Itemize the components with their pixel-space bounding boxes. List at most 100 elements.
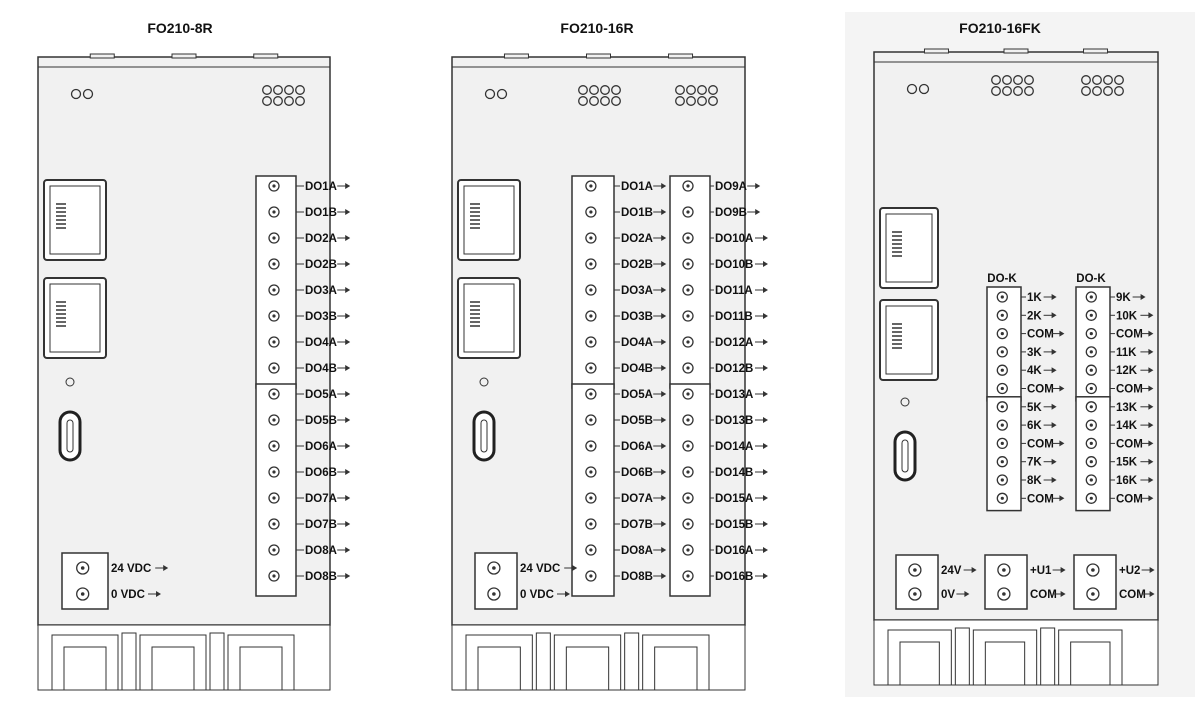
device-title: FO210-16FK xyxy=(959,20,1041,36)
terminal-label: DO3A xyxy=(621,285,653,297)
screw-head xyxy=(913,568,917,572)
arrow-icon xyxy=(1148,403,1154,410)
arrow-icon xyxy=(661,391,667,397)
screw-head xyxy=(1089,423,1093,427)
device-title: FO210-16R xyxy=(560,20,633,36)
arrow-icon xyxy=(1148,385,1154,392)
terminal-label: 1K xyxy=(1027,292,1042,304)
top-clip xyxy=(253,53,279,59)
ethernet-port-icon xyxy=(879,299,939,381)
terminal-label: 4K xyxy=(1027,365,1042,377)
led-icon xyxy=(589,96,599,106)
ethernet-port-inner xyxy=(49,283,101,353)
led-icon xyxy=(1114,86,1124,96)
ethernet-port-icon xyxy=(879,207,939,289)
terminal-label: 13K xyxy=(1116,402,1138,414)
power-terminal-block xyxy=(984,554,1028,610)
arrow-icon xyxy=(1051,312,1057,319)
terminal-block xyxy=(986,396,1022,512)
latch-clip xyxy=(624,632,640,691)
screw-head xyxy=(1091,592,1095,596)
arrow-icon xyxy=(1148,477,1154,483)
screw-head xyxy=(589,262,593,266)
screw-head xyxy=(272,210,276,214)
terminal-label: DO7A xyxy=(305,493,337,505)
arrow-icon xyxy=(1149,567,1155,573)
screw-head xyxy=(272,236,276,240)
latch-clip xyxy=(121,632,137,691)
led-icon xyxy=(273,85,283,95)
arrow-icon xyxy=(763,365,768,371)
arrow-icon xyxy=(971,567,977,573)
led-icon xyxy=(600,85,610,95)
led-icon xyxy=(70,88,82,100)
arrow-icon xyxy=(661,261,667,267)
screw-head xyxy=(913,592,917,596)
arrow-icon xyxy=(661,235,667,241)
top-clip xyxy=(503,53,529,59)
led-icon xyxy=(686,85,696,95)
led-icon xyxy=(708,96,718,106)
device-title: FO210-8R xyxy=(147,20,212,36)
arrow-icon xyxy=(661,339,667,345)
led-icon xyxy=(295,85,305,95)
ethernet-port-inner xyxy=(463,185,515,255)
arrow-icon xyxy=(1140,294,1146,300)
terminal-label: DO4B xyxy=(305,363,337,375)
arrow-icon xyxy=(661,547,667,553)
latch-clip xyxy=(954,627,970,686)
terminal-label: DO8B xyxy=(305,571,337,583)
arrow-icon xyxy=(661,287,667,293)
led-icon xyxy=(675,85,685,95)
arrow-icon xyxy=(1148,348,1154,355)
led-icon xyxy=(82,88,94,100)
led-icon xyxy=(1002,86,1012,96)
arrow-icon xyxy=(661,469,667,475)
terminal-label: DO13B xyxy=(715,415,753,427)
usb-c-tongue xyxy=(901,439,909,473)
power-label: 24 VDC xyxy=(111,563,151,575)
arrow-icon xyxy=(345,365,351,371)
arrow-icon xyxy=(572,565,578,571)
led-icon xyxy=(675,96,685,106)
screw-head xyxy=(1089,496,1093,500)
top-clip xyxy=(1083,48,1109,54)
terminal-label: DO9A xyxy=(715,181,747,193)
ethernet-port-icon xyxy=(457,277,521,359)
led-icon xyxy=(578,96,588,106)
terminal-label: DO7B xyxy=(305,519,337,531)
screw-head xyxy=(1089,313,1093,317)
status-led-icon xyxy=(900,397,910,407)
arrow-icon xyxy=(964,591,970,597)
latch-clip xyxy=(209,632,225,691)
screw-head xyxy=(1000,368,1004,372)
terminal-label: 6K xyxy=(1027,420,1042,432)
terminal-label: DO8A xyxy=(305,545,337,557)
led-icon xyxy=(262,85,272,95)
arrow-icon xyxy=(763,235,768,241)
arrow-icon xyxy=(763,261,768,267)
latch-clip xyxy=(1040,627,1056,686)
screw-head xyxy=(589,236,593,240)
terminal-label: DO4A xyxy=(305,337,337,349)
screw-head xyxy=(686,496,690,500)
screw-head xyxy=(589,444,593,448)
top-clip xyxy=(1003,48,1029,54)
terminal-label: COM xyxy=(1027,493,1054,505)
screw-head xyxy=(272,470,276,474)
screw-head xyxy=(1089,332,1093,336)
led-icon xyxy=(991,75,1001,85)
arrow-icon xyxy=(1148,440,1154,447)
terminal-label: DO2B xyxy=(305,259,337,271)
arrow-icon xyxy=(1051,367,1057,374)
arrow-icon xyxy=(1148,422,1154,429)
terminal-label: DO10A xyxy=(715,233,753,245)
arrow-icon xyxy=(661,365,667,371)
screw-head xyxy=(1000,332,1004,336)
terminal-label: 3K xyxy=(1027,347,1042,359)
led-icon xyxy=(1103,75,1113,85)
screw-head xyxy=(589,184,593,188)
screw-head xyxy=(1000,386,1004,391)
power-label: 0 VDC xyxy=(111,589,145,601)
screw-head xyxy=(1089,478,1093,482)
